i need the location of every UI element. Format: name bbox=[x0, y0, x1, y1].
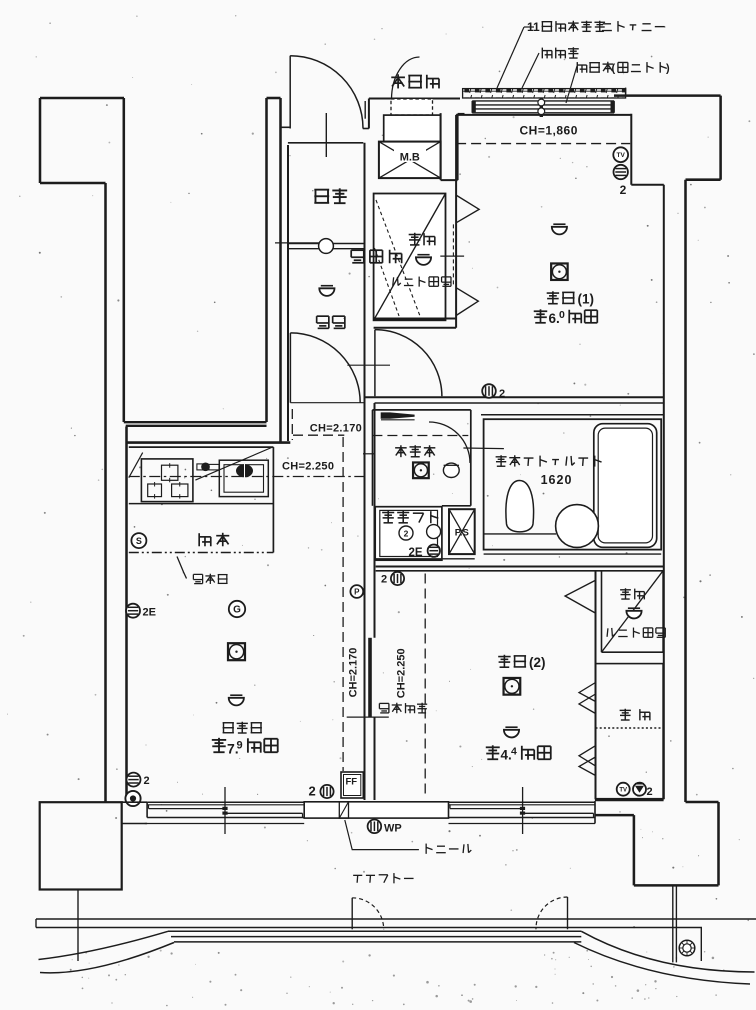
svg-text:(1): (1) bbox=[578, 292, 595, 307]
svg-text:P: P bbox=[354, 587, 360, 596]
svg-text:9: 9 bbox=[237, 740, 243, 752]
svg-text:CH=2.170: CH=2.170 bbox=[347, 648, 359, 698]
svg-text:1620: 1620 bbox=[541, 473, 573, 487]
svg-text:2: 2 bbox=[620, 183, 627, 197]
svg-text:0: 0 bbox=[559, 309, 565, 321]
svg-text:7.: 7. bbox=[227, 741, 239, 757]
svg-text:): ) bbox=[666, 63, 670, 75]
svg-text:P.S: P.S bbox=[455, 528, 469, 539]
svg-text:TV: TV bbox=[617, 152, 626, 159]
svg-text:4: 4 bbox=[511, 746, 517, 758]
svg-text:(2): (2) bbox=[529, 655, 546, 670]
svg-text:2: 2 bbox=[647, 786, 653, 798]
svg-text:TV: TV bbox=[619, 787, 627, 793]
svg-text:4.: 4. bbox=[501, 748, 512, 763]
svg-text:2: 2 bbox=[381, 574, 387, 586]
svg-text:2E: 2E bbox=[143, 607, 156, 619]
svg-text:CH=1,860: CH=1,860 bbox=[520, 124, 578, 138]
svg-text:2: 2 bbox=[309, 784, 316, 799]
svg-text:(: ( bbox=[612, 63, 616, 75]
svg-text:S: S bbox=[136, 536, 142, 546]
svg-text:2: 2 bbox=[499, 388, 505, 400]
svg-text:6.: 6. bbox=[549, 311, 560, 326]
svg-text:2: 2 bbox=[404, 529, 409, 539]
svg-text:WP: WP bbox=[384, 823, 402, 835]
svg-text:CH=2.250: CH=2.250 bbox=[396, 648, 408, 698]
svg-text:2: 2 bbox=[144, 775, 150, 787]
svg-text:2E: 2E bbox=[409, 547, 423, 559]
svg-text:M.B: M.B bbox=[400, 152, 420, 164]
svg-text:CH=2.170: CH=2.170 bbox=[310, 423, 362, 435]
svg-text:FF: FF bbox=[346, 777, 358, 788]
svg-text:CH=2.250: CH=2.250 bbox=[282, 461, 334, 473]
svg-text:G: G bbox=[233, 605, 241, 616]
